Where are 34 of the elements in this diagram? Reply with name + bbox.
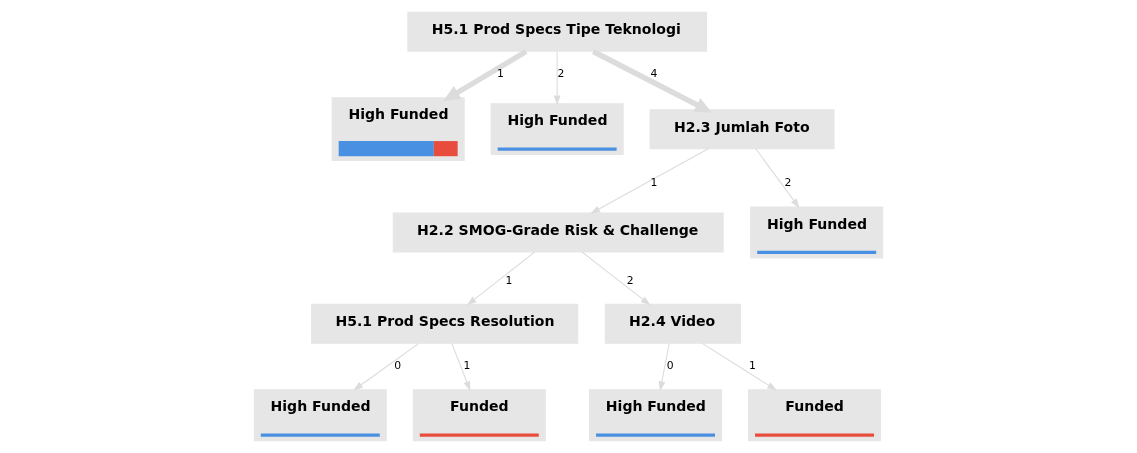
arrow [553,51,561,106]
edge-label: 1 [650,176,658,190]
arrow [443,49,528,102]
arrow [755,148,800,209]
node-box: High Funded [253,389,387,442]
node-box: H5.1 Prod Specs Resolution [311,303,579,344]
node-box: High Funded [589,389,723,442]
arrow [658,342,670,392]
arrow [590,148,709,214]
edge-label: 0 [394,359,402,373]
edge-label: 1 [463,359,471,373]
edge-label: 4 [650,67,658,81]
edge-label: 1 [496,67,504,81]
node-box: High Funded [490,103,624,156]
arrow [466,251,536,306]
node-box: Funded [412,389,546,442]
edge-label: 2 [784,176,792,190]
arrow [592,49,713,113]
arrow [451,342,471,392]
edge-label: 2 [626,273,634,287]
node-box: High Funded [331,97,465,162]
edge-label: 2 [557,67,565,81]
arrow [701,342,777,391]
arrow [353,342,420,391]
arrow [581,251,651,306]
node-box: H2.4 Video [604,303,741,344]
edge-label: 1 [505,273,513,287]
node-box: High Funded [750,206,884,259]
node-box: Funded [748,389,882,442]
node-box: H5.1 Prod Specs Tipe Teknologi [407,11,707,52]
node-box: H2.2 SMOG-Grade Risk & Challenge [392,212,724,253]
node-box: H2.3 Jumlah Foto [649,109,835,150]
edge-label: 0 [666,359,674,373]
edge-label: 1 [748,359,756,373]
